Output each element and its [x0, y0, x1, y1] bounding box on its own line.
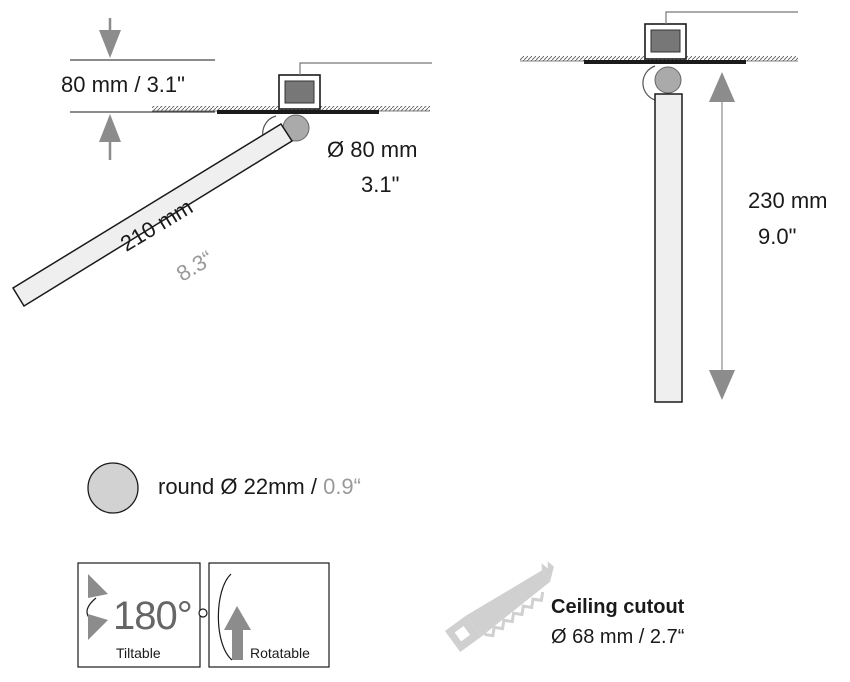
tiltable-label: Tiltable: [116, 645, 161, 661]
depth-dimension: [70, 18, 215, 160]
cutout-title: Ceiling cutout: [551, 596, 685, 618]
vertical-tube: [654, 93, 683, 403]
driver-box-right: [644, 23, 687, 60]
saw-icon: [444, 561, 554, 652]
tilted-tube: [11, 122, 294, 308]
rotatable-label: Rotatable: [250, 645, 310, 661]
cable-right: [665, 11, 798, 24]
right-length-in-label: 9.0": [758, 224, 797, 249]
ceiling-plate: [217, 110, 379, 114]
profile-circle: [87, 462, 139, 514]
profile-label: round Ø 22mm / 0.9“: [158, 474, 361, 500]
driver-box: [278, 74, 321, 110]
left-view: [11, 18, 432, 308]
tilt-angle-label: 180°: [113, 594, 193, 638]
cable: [299, 62, 432, 75]
depth-label: 80 mm / 3.1": [61, 72, 185, 97]
right-length-mm-label: 230 mm: [748, 188, 828, 213]
cutout-dimension: Ø 68 mm / 2.7“: [551, 626, 685, 648]
profile-label-inch: 0.9“: [323, 474, 361, 499]
rotatable-icon: [208, 562, 330, 668]
diameter-in-label: 3.1": [361, 172, 400, 197]
degree-circle: [198, 608, 208, 618]
right-view: [520, 11, 798, 403]
diameter-mm-label: Ø 80 mm: [327, 137, 418, 162]
tilt-arc-right: [642, 65, 656, 101]
ceiling-plate-right: [584, 60, 746, 64]
joint-ball-right: [654, 66, 682, 94]
length-dimension: [709, 72, 735, 400]
profile-label-main: round Ø 22mm /: [158, 474, 324, 499]
